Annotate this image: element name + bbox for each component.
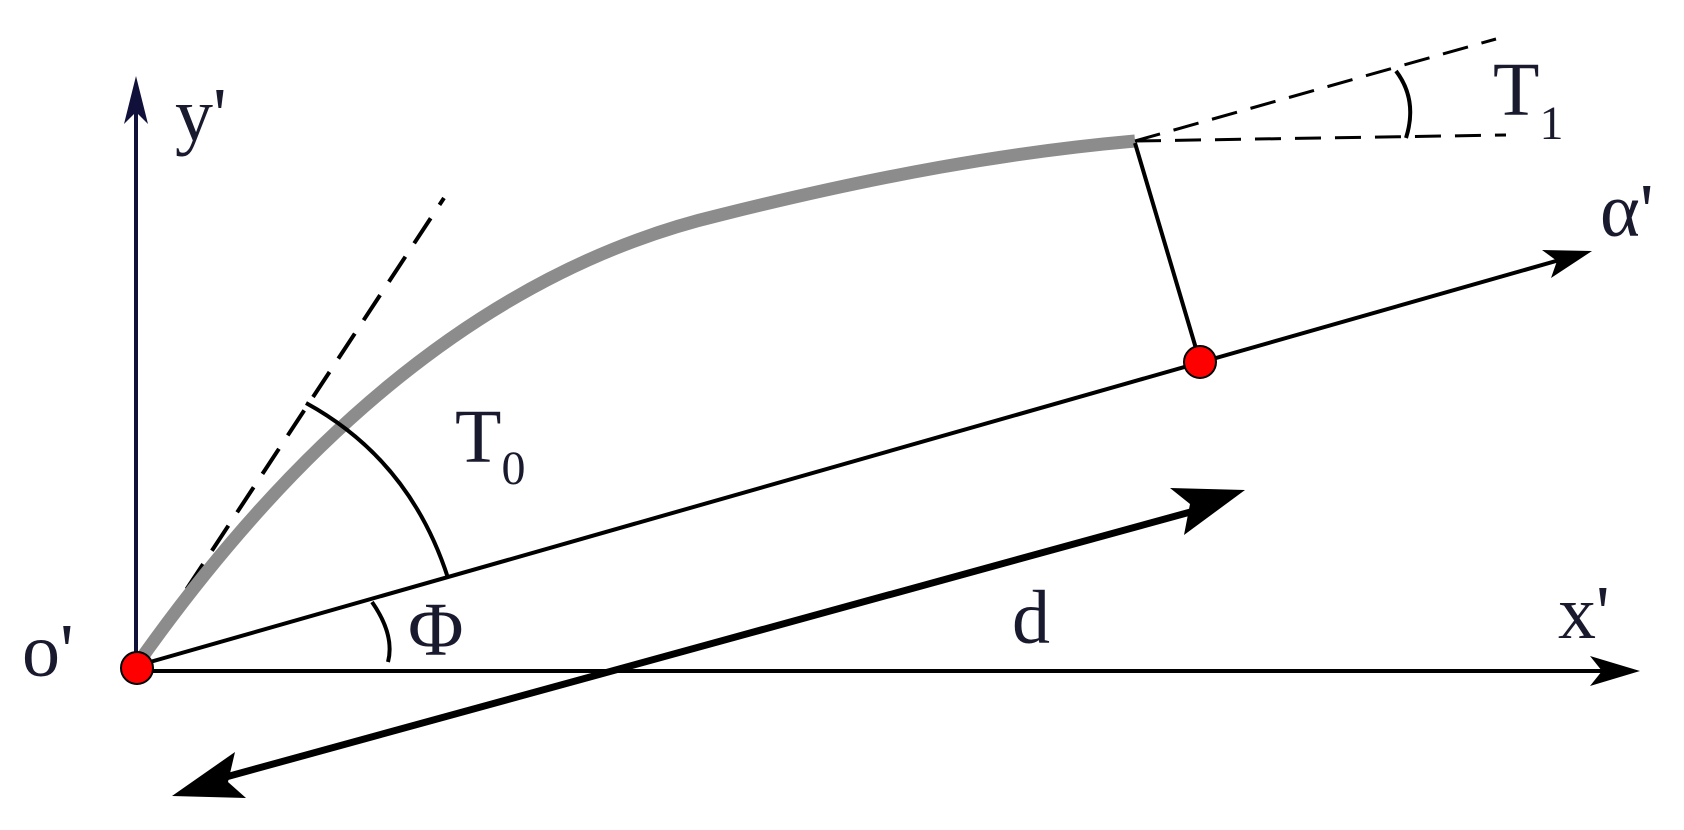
- distance-arrowhead-right: [1170, 488, 1245, 535]
- final-tangent-dashed-line: [1134, 37, 1497, 143]
- t1-label: T1: [1493, 48, 1563, 150]
- perpendicular-line: [1133, 142, 1202, 363]
- distance-label: d: [1012, 576, 1050, 660]
- distance-arrowhead-left: [172, 752, 246, 798]
- t0-label: T0: [455, 395, 525, 495]
- t1-angle-arc: [1394, 69, 1413, 139]
- t0-label-subscript: 0: [501, 442, 525, 495]
- x-axis-arrowhead: [1590, 656, 1640, 686]
- t1-label-subscript: 1: [1539, 97, 1563, 150]
- alpha-axis-arrowhead: [1542, 250, 1592, 278]
- t0-angle-arc: [305, 401, 450, 579]
- y-axis-arrowhead: [124, 76, 148, 124]
- x-axis-label: x': [1558, 571, 1610, 655]
- projection-point: [1183, 345, 1217, 379]
- trajectory-curve: [130, 134, 1136, 670]
- y-axis-label: y': [175, 73, 227, 157]
- alpha-axis-label: α': [1600, 169, 1654, 253]
- distance-arrow-shaft: [214, 504, 1206, 784]
- t0-label-main: T: [455, 395, 501, 479]
- t1-label-main: T: [1493, 48, 1539, 132]
- alpha-axis-line: [135, 255, 1571, 668]
- phi-label: Φ: [408, 588, 464, 672]
- phi-angle-arc: [370, 600, 392, 663]
- origin-label: o': [22, 609, 74, 693]
- horizontal-reference-dashed-line: [1134, 133, 1507, 143]
- origin-point: [120, 651, 154, 685]
